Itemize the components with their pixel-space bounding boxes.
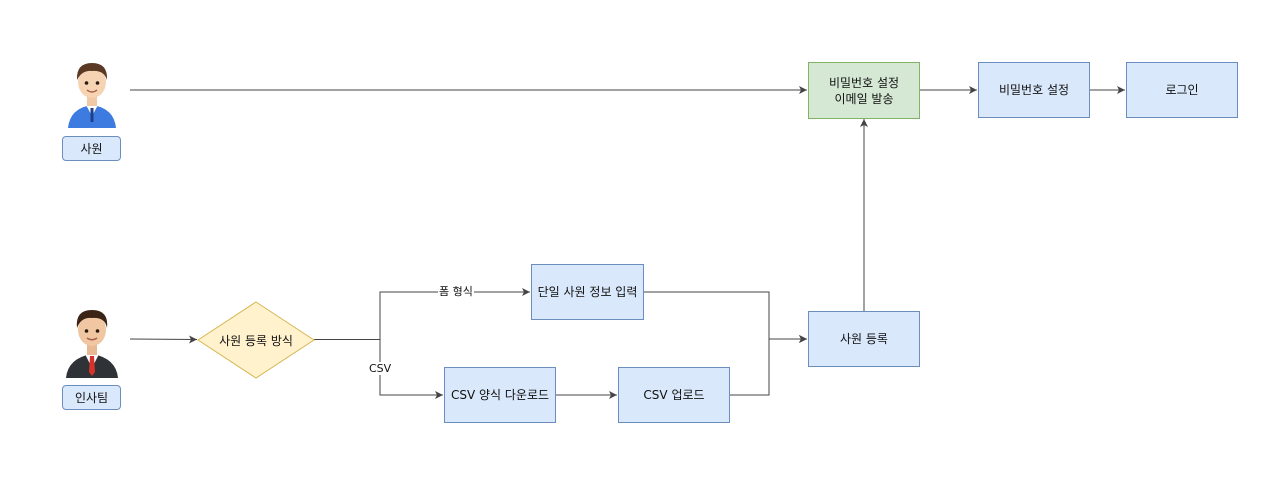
set-password-text: 비밀번호 설정 [998,83,1070,97]
edge-method-to-csv-download [379,339,443,399]
send-email-line1: 비밀번호 설정 [828,75,900,90]
hr-actor-label: 인사팀 [62,385,121,410]
hr-avatar-icon [66,310,118,378]
csv-edge-label: CSV [368,362,393,375]
csv-download-text: CSV 양식 다운로드 [450,388,550,402]
login-node: 로그인 [1126,62,1238,118]
employee-avatar-icon [68,63,116,128]
form-edge-label: 폼 형식 [438,285,474,298]
send-email-node: 비밀번호 설정 이메일 발송 [808,62,920,119]
employee-label-text: 사원 [80,142,103,156]
single-input-node: 단일 사원 정보 입력 [531,264,644,320]
edge-method-to-single [314,288,530,340]
register-node: 사원 등록 [808,311,920,367]
registration-method-decision [197,301,315,379]
employee-actor-label: 사원 [62,136,121,161]
send-email-line2: 이메일 발송 [834,91,894,106]
csv-upload-text: CSV 업로드 [643,388,705,402]
single-input-text: 단일 사원 정보 입력 [537,285,638,299]
registration-method-text-wrap: 사원 등록 방식 [196,301,316,379]
login-text: 로그인 [1165,83,1199,97]
edge-upload-to-register [730,335,807,396]
hr-label-text: 인사팀 [74,391,109,405]
registration-method-text: 사원 등록 방식 [219,333,293,348]
edge-single-to-register [644,291,807,343]
csv-download-node: CSV 양식 다운로드 [444,367,556,423]
edge-hr-to-method [129,335,198,344]
register-text: 사원 등록 [840,332,888,346]
set-password-node: 비밀번호 설정 [978,62,1090,118]
csv-upload-node: CSV 업로드 [618,367,730,423]
